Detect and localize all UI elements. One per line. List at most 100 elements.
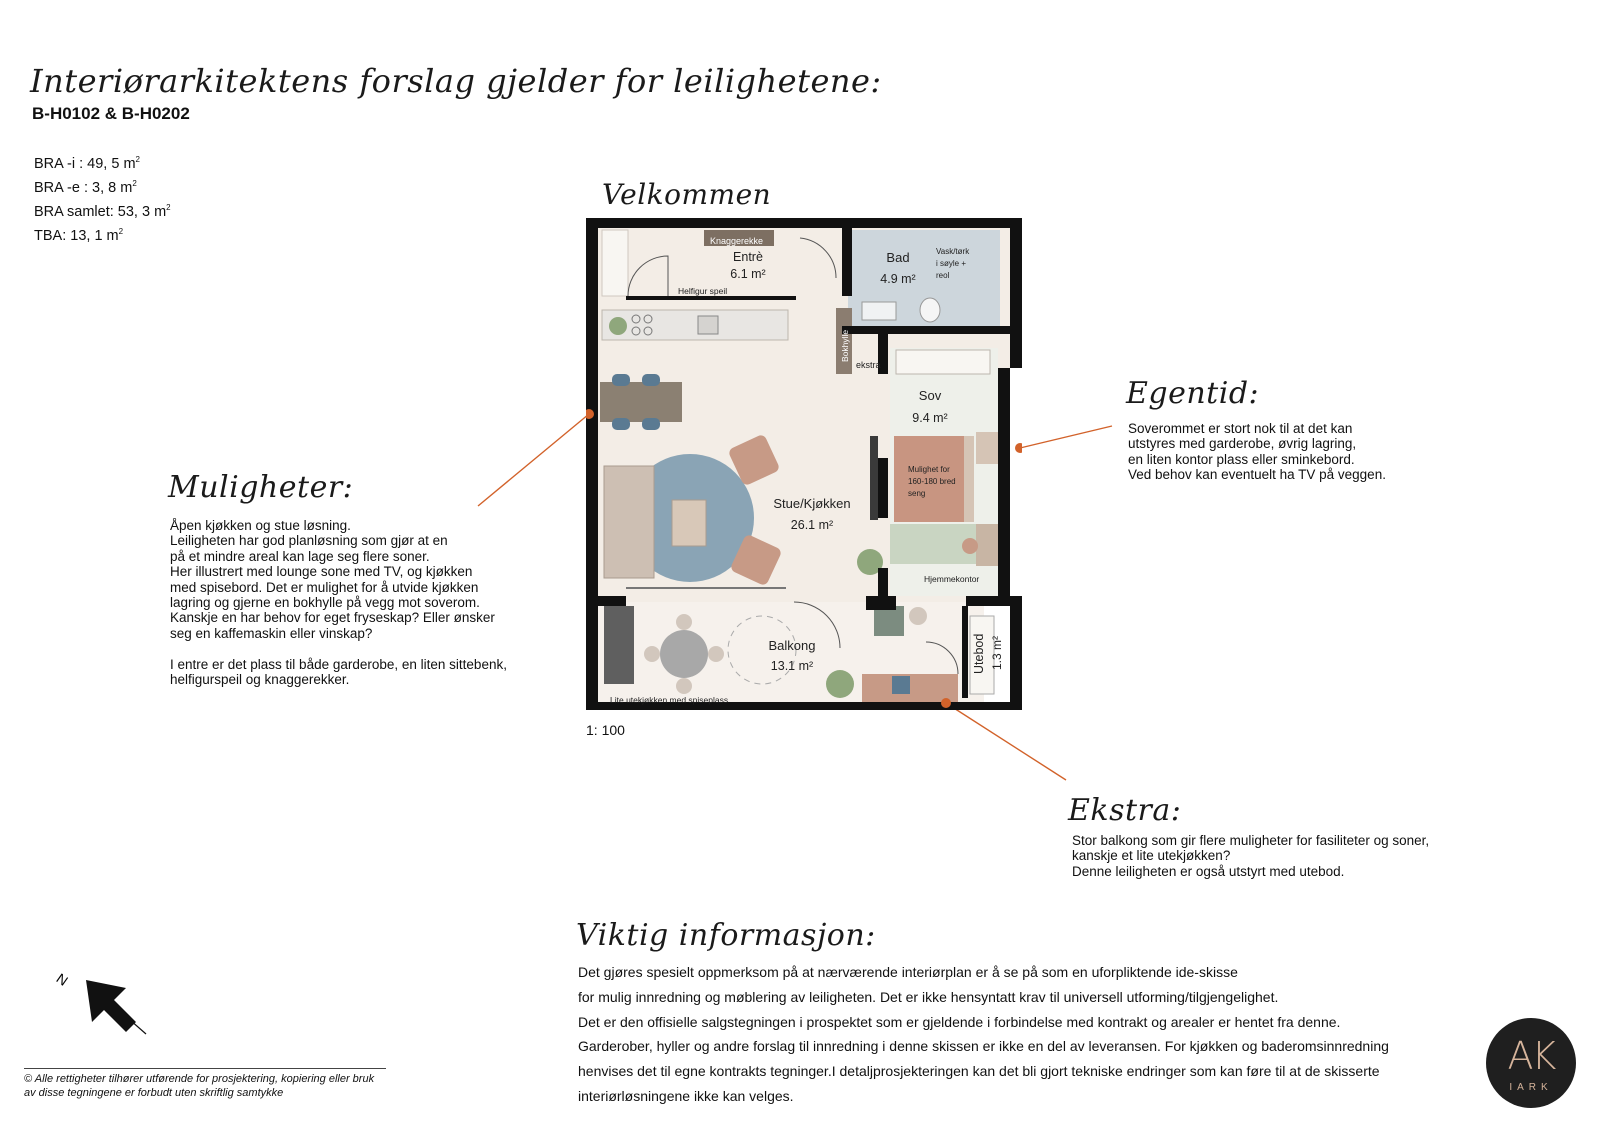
area-unit-sup: 2 (118, 227, 124, 236)
dining-chair (612, 374, 630, 386)
bookshelf (836, 308, 852, 374)
wall-right-upper (1010, 218, 1022, 368)
room-area-entre: 6.1 m² (730, 267, 765, 281)
muligheter-heading: Muligheter: (168, 470, 354, 505)
dining-chair (642, 418, 660, 430)
dining-chair (612, 418, 630, 430)
plant (609, 317, 627, 335)
room-name-entre: Entrè (733, 250, 763, 264)
bedroom-wardrobe (895, 349, 991, 375)
wall-bedroom-lower (878, 568, 888, 598)
area-list: BRA -i : 49, 5 m2 BRA -e : 3, 8 m2 BRA s… (34, 150, 171, 246)
logo-wordmark: IARK (1509, 1082, 1553, 1093)
area-unit-sup: 2 (166, 203, 171, 212)
egentid-text: Soverommet er stort nok til at det kan u… (1128, 421, 1386, 483)
wall-right-mid (998, 368, 1010, 596)
callout-line-muligheter (477, 413, 590, 507)
label-vask-3: reol (936, 271, 950, 280)
area-row: TBA: 13, 1 m2 (34, 222, 171, 246)
room-area-stue: 26.1 m² (791, 518, 833, 532)
callout-line-ekstra (945, 702, 1067, 781)
room-name-stue: Stue/Kjøkken (773, 496, 850, 511)
area-row: BRA -e : 3, 8 m2 (34, 174, 171, 198)
area-label: BRA samlet: 53, 3 m (34, 204, 167, 220)
north-arrow-icon: N (54, 970, 147, 1035)
room-name-balkong: Balkong (769, 638, 816, 653)
hob-ring (631, 314, 641, 324)
label-vask-2: i søyle + (936, 259, 966, 268)
wall-right-lower (1010, 596, 1022, 710)
door-swing (793, 601, 841, 649)
callout-dot-muligheter (586, 409, 594, 419)
callout-line-egentid (1019, 425, 1113, 449)
balcony-rug-outline (727, 615, 797, 685)
balcony-chair (708, 646, 724, 662)
dining-table (600, 382, 682, 422)
area-unit-sup: 2 (135, 155, 140, 164)
important-line: interiørløsningene ikke kan velges. (578, 1087, 794, 1104)
kitchen-sink (697, 315, 719, 335)
bath-sink (861, 301, 897, 321)
door-swing (799, 237, 837, 279)
room-area-bad: 4.9 m² (880, 272, 915, 286)
tv (870, 436, 878, 520)
room-area-utebod: 1.3 m² (990, 636, 1004, 670)
important-heading: Viktig informasjon: (576, 918, 876, 953)
important-line: Det gjøres spesielt oppmerksom på at nær… (578, 964, 1238, 980)
wall-entre (626, 296, 796, 300)
hob-ring (631, 326, 641, 336)
wardrobe (601, 229, 629, 297)
north-label: N (54, 970, 71, 989)
important-line: Garderober, hyller og andre forslag til … (578, 1038, 1389, 1055)
wall-balcony-mid (866, 596, 896, 610)
balcony-chair (676, 614, 692, 630)
logo-mark: AK (1507, 1034, 1557, 1078)
page-title: Interiørarkitektens forslag gjelder for … (30, 62, 882, 100)
plant (826, 670, 854, 698)
important-line: Det er den offisielle salgstegningen i p… (578, 1013, 1341, 1030)
floor-plan: Knaggerekke Entrè 6.1 m² Helfigur speil … (586, 218, 1022, 710)
desk-chair (962, 538, 978, 554)
area-label: TBA: 13, 1 m (34, 228, 119, 244)
important-text: Det gjøres spesielt oppmerksom på at nær… (578, 960, 1389, 1109)
area-label: BRA -i : 49, 5 m (34, 156, 136, 172)
label-utekjokken: Lite utekjøkken med spiseplass (610, 695, 728, 705)
north-arrow-head (86, 980, 136, 1032)
balcony-table (660, 630, 708, 678)
utebod-floor (969, 615, 995, 695)
door-swing (627, 255, 669, 297)
desk (976, 524, 1002, 566)
plant (857, 549, 883, 575)
sofa (603, 465, 655, 579)
wall-bath-bottom (842, 326, 1010, 334)
nightstand (976, 432, 1002, 464)
scale-label: 1: 100 (586, 722, 625, 738)
wall-balcony-left (586, 596, 626, 606)
callout-dot-egentid (1015, 443, 1022, 453)
area-label: BRA -e : 3, 8 m (34, 180, 133, 196)
area-unit-sup: 2 (132, 179, 137, 188)
welcome-heading: Velkommen (602, 178, 772, 211)
armchair (729, 435, 779, 485)
room-name-utebod: Utebod (972, 634, 986, 674)
label-seng-2: 160-180 bred (908, 477, 956, 486)
wall-bath-left (842, 228, 852, 296)
room-name-bad: Bad (886, 250, 909, 265)
area-row: BRA samlet: 53, 3 m2 (34, 198, 171, 222)
label-ekstra: ekstra (856, 360, 881, 370)
lounge-chair (671, 499, 707, 547)
label-knaggerekke: Knaggerekke (710, 236, 763, 246)
area-row: BRA -i : 49, 5 m2 (34, 150, 171, 174)
room-area-sov: 9.4 m² (912, 411, 947, 425)
walls (586, 218, 1022, 710)
wall-bottom (598, 702, 1010, 710)
bed-headboard (964, 436, 974, 522)
ekstra-heading: Ekstra: (1068, 793, 1182, 828)
label-helfigur: Helfigur speil (678, 286, 727, 296)
balcony-chair (644, 646, 660, 662)
room-area-balkong: 13.1 m² (771, 659, 813, 673)
outdoor-kitchen (604, 606, 634, 684)
bed (894, 436, 972, 522)
armchair (731, 535, 781, 585)
hob-ring (643, 326, 653, 336)
